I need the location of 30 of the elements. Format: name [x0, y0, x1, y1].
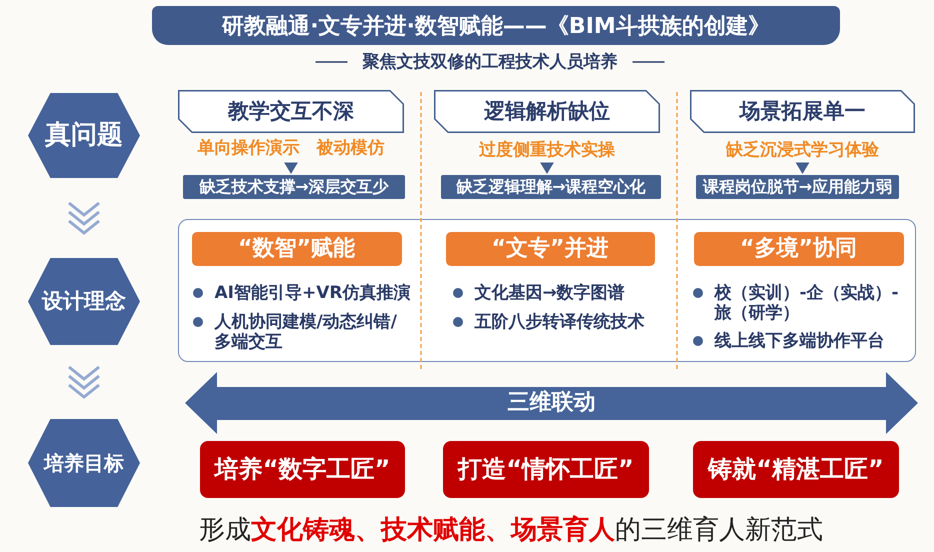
- bullet-text: 线上线下多端协作平台: [714, 330, 884, 350]
- cause-text: 缺乏沉浸式学习体验: [690, 138, 915, 160]
- triangle-arrow: [796, 162, 810, 174]
- problem-heading-box: 逻辑解析缺位: [434, 90, 660, 133]
- problem-heading-box: 场景拓展单一: [690, 90, 915, 133]
- cause-text: 单向操作演示: [198, 139, 300, 159]
- subtitle: 聚焦文技双修的工程技术人员培养: [362, 52, 618, 72]
- title-banner: 研教融通·文专并进·数智赋能——《BIM斗拱族的创建》: [152, 6, 840, 45]
- caption: 形成文化铸魂、技术赋能、场景育人的三维育人新范式: [199, 515, 823, 545]
- design-panel: [178, 219, 916, 362]
- triangle-arrow: [540, 162, 554, 174]
- goal-box: 打造“情怀工匠”: [443, 441, 649, 498]
- concept-heading-box: “数智”赋能: [192, 232, 402, 266]
- cause-text: 过度侧重技术实操: [434, 138, 660, 160]
- goal-box: 培养“数字工匠”: [200, 441, 405, 498]
- bullet-text: 文化基因→数字图谱: [474, 282, 625, 302]
- double-arrow: 三维联动: [185, 372, 918, 434]
- concept-heading-box: “多境”协同: [694, 232, 904, 266]
- bullet-text: 人机协同建模/动态纠错/多端交互: [214, 312, 398, 352]
- goal-box: 铸就“精湛工匠”: [693, 441, 899, 498]
- triangle-arrow: [284, 162, 298, 174]
- stage-hexagon: 真问题: [28, 93, 140, 178]
- bullet-text: AI智能引导+VR仿真推演: [214, 282, 410, 302]
- problem-heading-box: 教学交互不深: [178, 90, 404, 133]
- concept-heading-box: “文专”并进: [446, 232, 654, 266]
- stage-hexagon: 培养目标: [28, 419, 140, 507]
- stage-hexagon: 设计理念: [28, 258, 140, 345]
- bullet-text: 五阶八步转译传统技术: [474, 312, 644, 332]
- bullet-text: 校（实训）-企（实战）-旅（研学）: [714, 282, 900, 322]
- cause-text: 被动模仿: [316, 139, 384, 159]
